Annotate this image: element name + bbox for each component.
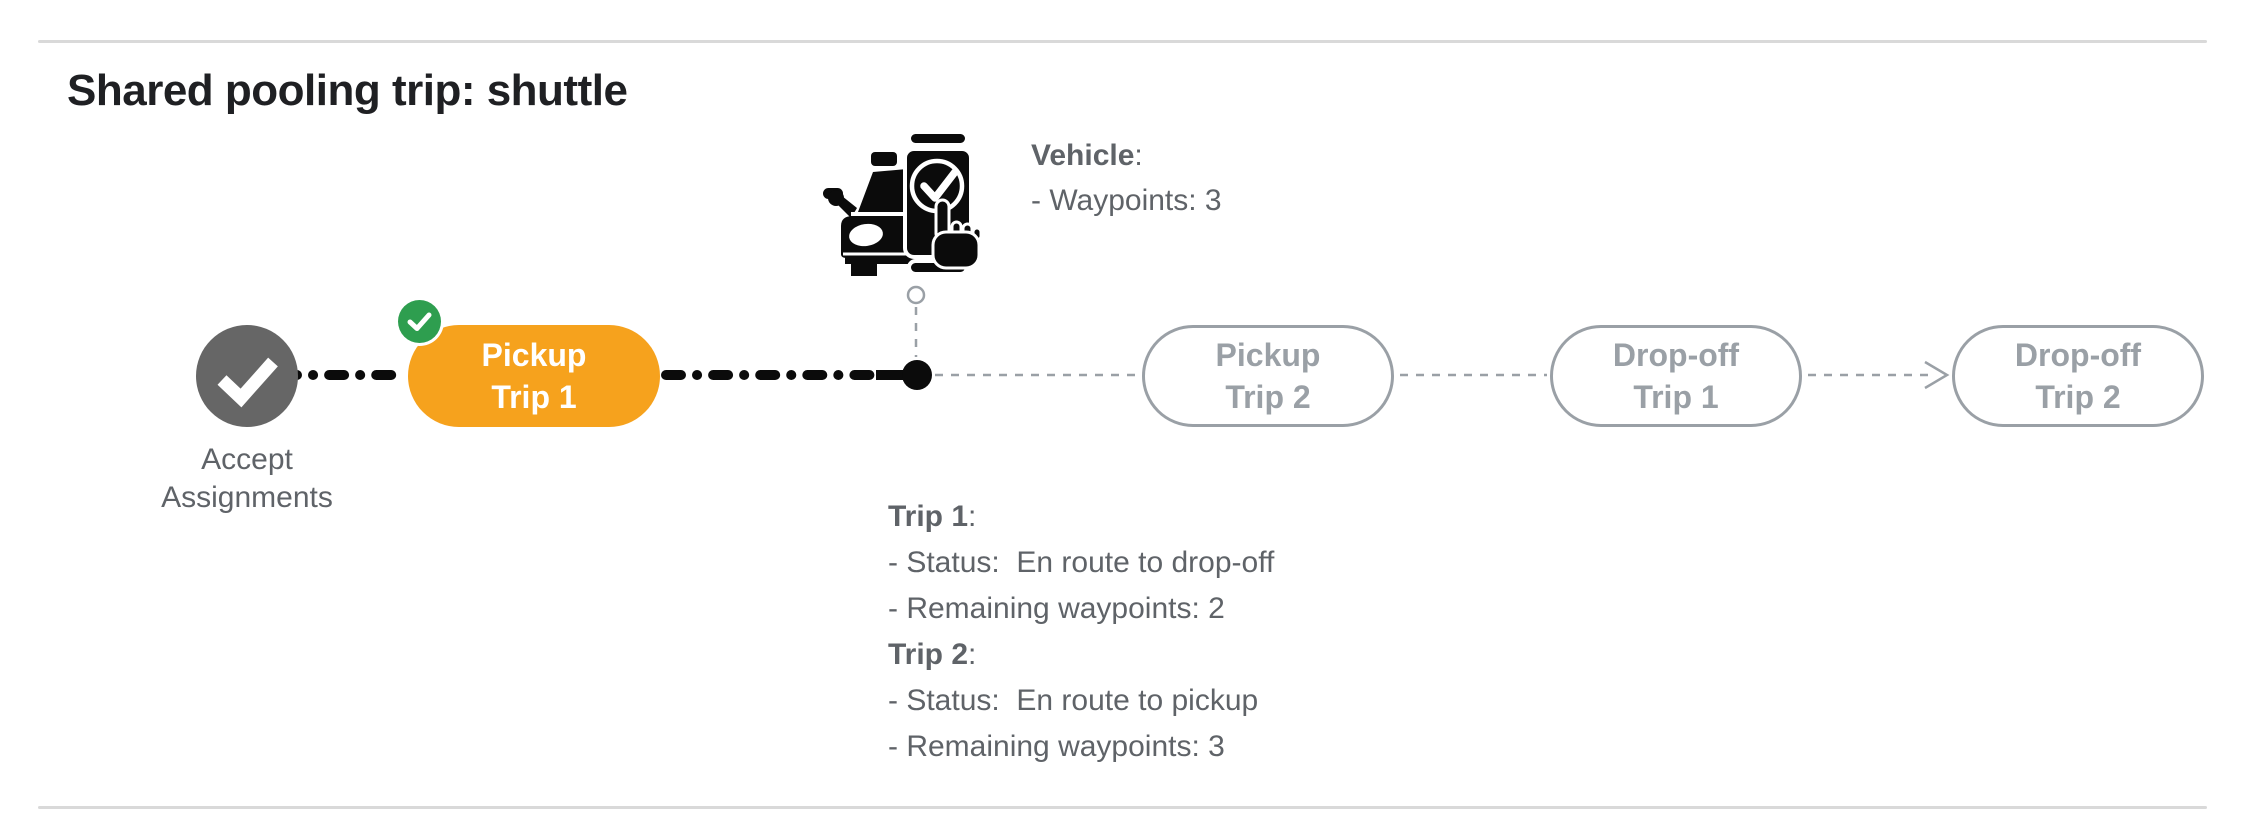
trip2-label-colon: : bbox=[968, 638, 977, 671]
pill-line2: Trip 2 bbox=[2035, 379, 2121, 415]
trip1-label-colon: : bbox=[968, 500, 977, 533]
trip1-label: Trip 1 bbox=[888, 500, 969, 533]
vehicle-label-colon: : bbox=[1134, 139, 1143, 172]
vehicle-waypoints-line: - Waypoints: 3 bbox=[1031, 184, 1222, 217]
accept-assignments-node bbox=[196, 325, 298, 427]
checkmark-icon bbox=[217, 357, 278, 408]
top-divider bbox=[38, 40, 2207, 43]
trip2-heading: Trip 2: bbox=[888, 632, 1274, 678]
trip1-heading: Trip 1: bbox=[888, 494, 1274, 540]
pill-line1: Drop-off bbox=[1612, 337, 1740, 373]
arrow-right-icon bbox=[1924, 360, 1950, 390]
pill-line1: Pickup bbox=[481, 337, 587, 373]
vehicle-info-panel: Vehicle: - Waypoints: 3 bbox=[1031, 133, 1222, 223]
pill-line1: Pickup bbox=[1215, 337, 1321, 373]
vehicle-phone-check-icon bbox=[823, 130, 982, 276]
bottom-divider bbox=[38, 806, 2207, 809]
accept-assignments-label: Accept Assignments bbox=[161, 443, 333, 514]
current-position-dot bbox=[902, 360, 932, 390]
trip1-remaining-line: - Remaining waypoints: 2 bbox=[888, 592, 1225, 625]
trip-status-panel: Trip 1: - Status: En route to drop-off -… bbox=[888, 494, 1274, 770]
trip1-status-line: - Status: En route to drop-off bbox=[888, 546, 1275, 579]
node-pickup-trip-2: Pickup Trip 2 bbox=[1142, 325, 1394, 427]
trip2-status-line: - Status: En route to pickup bbox=[888, 684, 1259, 717]
vehicle-anchor-circle-icon bbox=[906, 285, 926, 305]
node-pickup-trip-1: Pickup Trip 1 bbox=[408, 325, 660, 427]
checkmark-icon bbox=[407, 312, 432, 331]
node-dropoff-trip-2: Drop-off Trip 2 bbox=[1952, 325, 2204, 427]
page-title: Shared pooling trip: shuttle bbox=[67, 66, 628, 115]
pill-line2: Trip 1 bbox=[1633, 379, 1719, 415]
pill-line2: Trip 1 bbox=[491, 379, 577, 415]
trip2-label: Trip 2 bbox=[888, 638, 969, 671]
trip2-remaining-line: - Remaining waypoints: 3 bbox=[888, 730, 1225, 763]
node-dropoff-trip-1: Drop-off Trip 1 bbox=[1550, 325, 1802, 427]
pickup-trip-1-done-badge bbox=[398, 300, 441, 343]
vehicle-info-heading: Vehicle: bbox=[1031, 133, 1222, 178]
pill-line2: Trip 2 bbox=[1225, 379, 1311, 415]
pill-line1: Drop-off bbox=[2014, 337, 2142, 373]
vehicle-label: Vehicle bbox=[1031, 139, 1135, 172]
pointing-hand-shape bbox=[931, 198, 982, 270]
